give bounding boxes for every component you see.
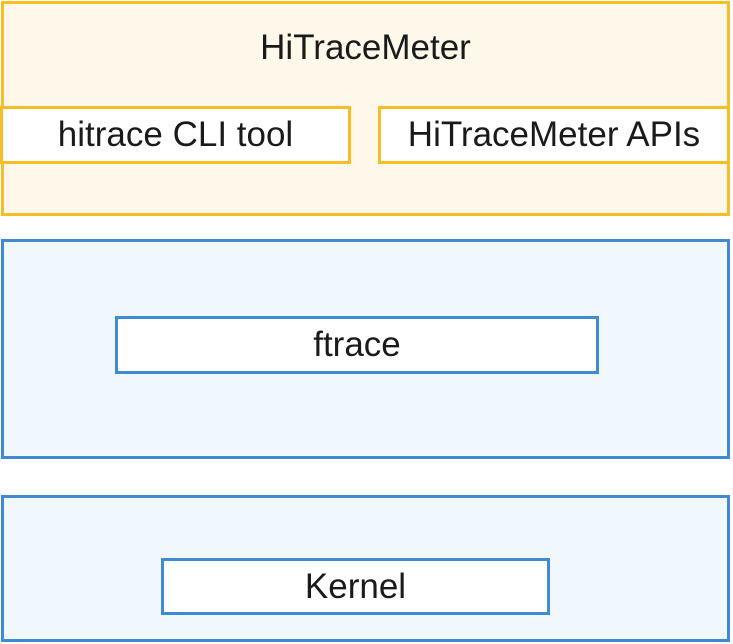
hitracemeter-title: HiTraceMeter (260, 28, 471, 67)
hitracemeter-apis-box: HiTraceMeter APIs (378, 106, 730, 164)
kernel-box: Kernel (161, 558, 550, 615)
hitrace-cli-tool-box: hitrace CLI tool (0, 106, 351, 164)
ftrace-box: ftrace (115, 316, 599, 374)
